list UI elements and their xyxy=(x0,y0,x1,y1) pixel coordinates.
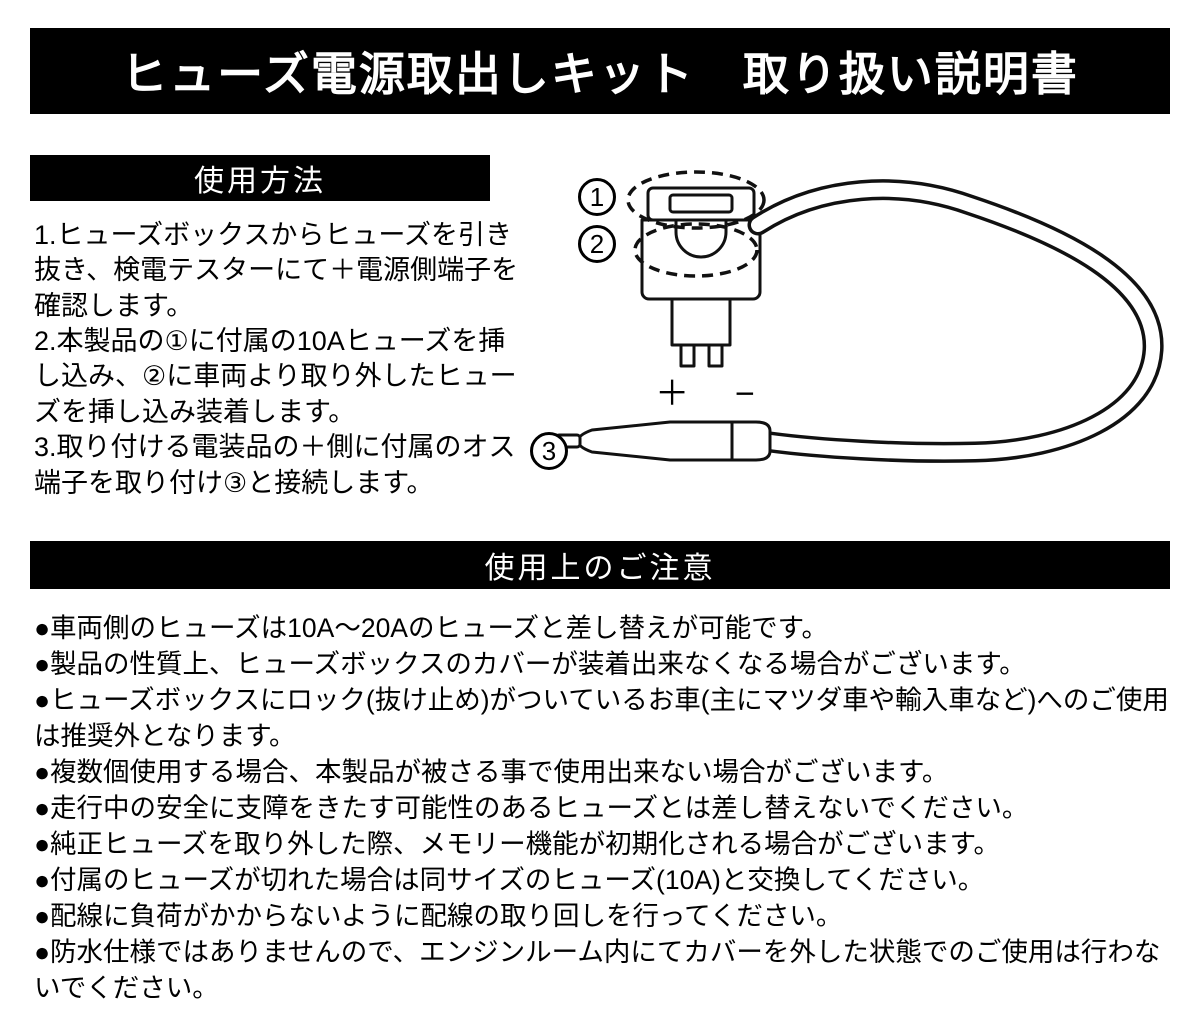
caution-item: ●付属のヒューズが切れた場合は同サイズのヒューズ(10A)と交換してください。 xyxy=(34,865,985,896)
terminal-connector xyxy=(554,420,772,462)
page-title: ヒューズ電源取出しキット 取り扱い説明書 xyxy=(30,28,1170,114)
caution-list: ●車両側のヒューズは10A〜20Aのヒューズと差し替えが可能です。 ●製品の性質… xyxy=(34,610,1174,1006)
caution-item: ●複数個使用する場合、本製品が被さる事で使用出来ない場合がございます。 xyxy=(34,757,949,788)
callout-3-number: 3 xyxy=(541,435,557,466)
caution-item: ●配線に負荷がかからないように配線の取り回しを行ってください。 xyxy=(34,901,843,932)
caution-item: ●防水仕様ではありませんので、エンジンルーム内にてカバーを外した状態でのご使用は… xyxy=(34,937,1161,1004)
usage-section-header: 使用方法 xyxy=(30,155,490,201)
caution-item: ●製品の性質上、ヒューズボックスのカバーが装着出来なくなる場合がございます。 xyxy=(34,649,1026,680)
callout-1-number: 1 xyxy=(589,181,605,212)
callout-1-badge: 1 xyxy=(578,178,616,216)
caution-item: ●ヒューズボックスにロック(抜け止め)がついているお車(主にマツダ車や輸入車など… xyxy=(34,685,1169,752)
callout-3-badge: 3 xyxy=(530,432,568,470)
usage-step-3: 3.取り付ける電装品の＋側に付属のオス端子を取り付け③と接続します。 xyxy=(34,432,516,498)
usage-step-2: 2.本製品の①に付属の10Aヒューズを挿し込み、②に車両より取り外したヒューズを… xyxy=(34,326,517,427)
cable-fill xyxy=(751,182,1161,460)
callout-2-badge: 2 xyxy=(578,225,616,263)
caution-item: ●車両側のヒューズは10A〜20Aのヒューズと差し替えが可能です。 xyxy=(34,613,829,643)
callout-2-number: 2 xyxy=(589,228,605,259)
caution-item: ●純正ヒューズを取り外した際、メモリー機能が初期化される場合がございます。 xyxy=(34,829,1001,860)
cable-outline xyxy=(747,179,1164,463)
polarity-labels: ＋ − xyxy=(655,375,761,413)
caution-section-header: 使用上のご注意 xyxy=(30,541,1170,589)
fuse-holder-illustration xyxy=(554,170,1164,463)
fuse-tap-diagram: 1 2 3 ＋ − xyxy=(520,140,1190,520)
usage-steps: 1.ヒューズボックスからヒューズを引き抜き、検電テスターにて＋電源側端子を確認し… xyxy=(34,218,520,501)
caution-item: ●走行中の安全に支障をきたす可能性のあるヒューズとは差し替えないでください。 xyxy=(34,793,1029,824)
usage-step-1: 1.ヒューズボックスからヒューズを引き抜き、検電テスターにて＋電源側端子を確認し… xyxy=(34,220,519,321)
